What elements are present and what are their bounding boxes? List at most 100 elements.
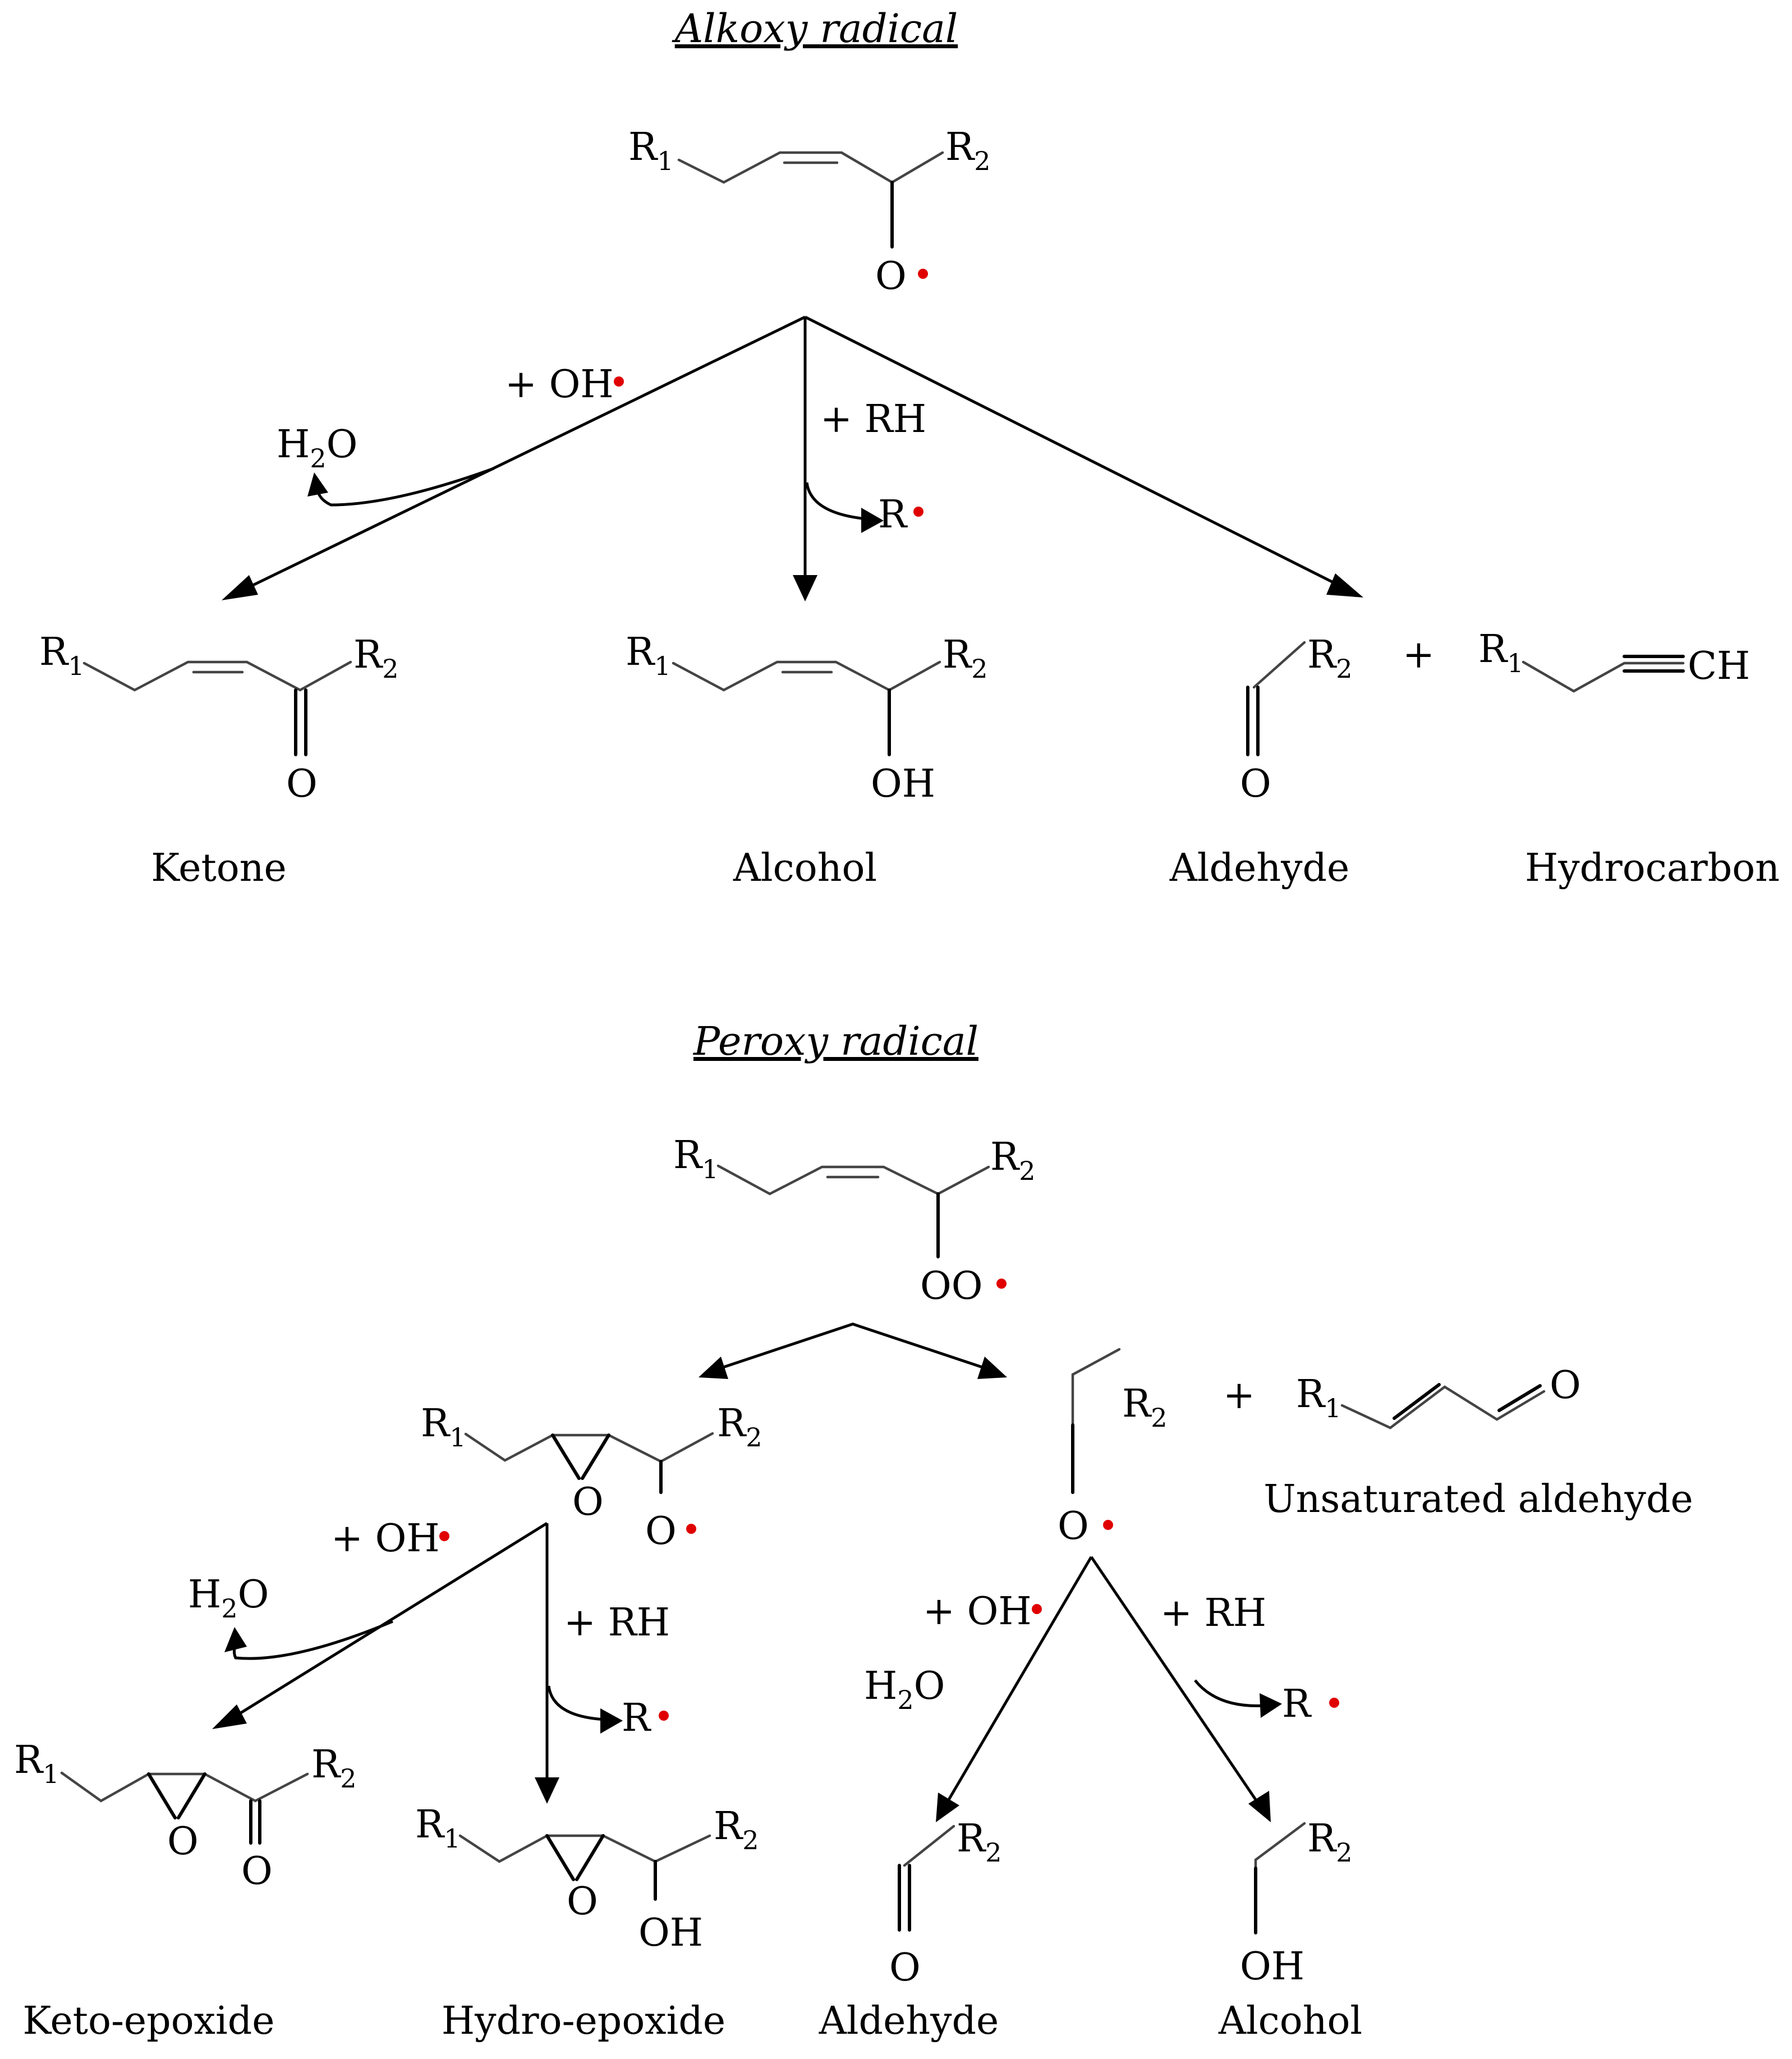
peroxy-split-arrows [699,1322,1007,1379]
svg-text:R2: R2 [311,1743,356,1794]
svg-text:O: O [572,1480,604,1524]
alkoxy-title: Alkoxy radical [672,6,958,52]
svg-text:R1: R1 [1478,627,1523,678]
svg-text:OH: OH [871,762,935,806]
svg-text:R2: R2 [990,1135,1035,1186]
svg-text:O: O [567,1879,598,1924]
svg-text:O: O [1240,762,1271,806]
epoxy-arrows [212,1522,623,1804]
radical-dot [659,1711,669,1721]
svg-text:O: O [889,1946,921,1990]
product-label-aldehyde: Aldehyde [1169,846,1350,890]
right-alkoxy-intermediate: R2 O [1058,1348,1167,1548]
r-radical: R [878,493,908,537]
radical-dot [686,1524,696,1534]
r-radical: R [622,1696,651,1740]
product-label-alcohol: Alcohol [1218,1999,1362,2043]
water: H2O [277,422,357,474]
ketone-molecule: R1 R2 O [39,630,398,806]
svg-text:OH: OH [1240,1945,1304,1989]
svg-text:R1: R1 [673,1133,718,1184]
svg-text:R1: R1 [14,1738,59,1789]
alcohol-molecule: R2 OH [1240,1817,1352,1989]
svg-text:O: O [167,1819,199,1864]
arrowhead [936,1793,959,1822]
aldehyde-molecule: R2 O [889,1817,1001,1990]
reagent-rh: + RH [820,397,926,442]
svg-text:R2: R2 [353,633,398,684]
svg-text:R2: R2 [957,1817,1001,1868]
arrowhead [977,1357,1007,1379]
atom-r: R [628,125,658,169]
peroxy-section: Peroxy radical R1 R2 OO R1 O R2 O [14,1018,1693,2043]
svg-text:R1: R1 [628,125,673,176]
hydrocarbon-molecule: R1 CH [1478,627,1750,693]
radical-dot [996,1279,1007,1289]
arrowhead [1326,573,1363,598]
product-label-unsaturated-aldehyde: Unsaturated aldehyde [1263,1477,1693,1522]
arrowhead [222,575,258,600]
arrowhead [861,508,884,533]
svg-text:O: O [875,254,907,298]
radical-dot [614,376,624,387]
svg-text:R2: R2 [1307,1817,1352,1868]
svg-text:O: O [286,762,318,806]
product-label-alcohol: Alcohol [733,846,877,890]
svg-text:OO: OO [920,1264,983,1308]
svg-text:R2: R2 [1122,1382,1167,1433]
alkoxy-section: Alkoxy radical R1 R2 O + OH [39,6,1780,890]
reagent-rh: + RH [564,1601,670,1645]
svg-text:R1: R1 [626,630,670,681]
arrowhead [307,472,328,497]
svg-text:R1: R1 [421,1401,466,1453]
arrowhead [699,1357,728,1379]
reagent-oh: + OH [923,1589,1032,1634]
svg-text:R1: R1 [415,1803,460,1854]
water: H2O [188,1573,269,1624]
aldehyde-molecule: R2 O [1240,633,1352,806]
product-label-hydro-epoxide: Hydro-epoxide [442,1999,725,2043]
alcohol-molecule: R1 R2 OH [626,630,987,806]
svg-text:O: O [1058,1504,1089,1548]
r-radical: R [1282,1682,1312,1726]
epoxy-alkoxy-intermediate: R1 O R2 O [421,1401,762,1554]
svg-text:R2: R2 [714,1804,759,1855]
radical-dot [439,1531,449,1541]
reagent-rh: + RH [1160,1591,1266,1635]
product-label-hydrocarbon: Hydrocarbon [1525,846,1780,890]
svg-text:R2: R2 [943,633,987,684]
radical-dot [918,269,928,279]
radical-dot [1103,1520,1113,1530]
svg-text:R2: R2 [717,1401,762,1453]
product-label-aldehyde: Aldehyde [819,1999,999,2043]
unsaturated-aldehyde-molecule: R1 O [1296,1363,1581,1430]
radical-dot [1329,1698,1339,1708]
svg-text:O: O [1550,1363,1581,1408]
reagent-oh: + OH [505,362,614,407]
arrowhead [224,1627,247,1652]
svg-text:R1: R1 [1296,1372,1341,1423]
svg-text:R2: R2 [1307,633,1352,684]
reagent-oh: + OH [331,1516,440,1561]
svg-text:O: O [241,1849,273,1893]
svg-text:OH: OH [638,1911,703,1955]
peroxy-title: Peroxy radical [692,1018,978,1064]
arrowhead [1248,1791,1271,1822]
svg-text:O: O [645,1509,677,1554]
svg-text:R1: R1 [39,630,84,681]
plus-sign: + [1403,633,1435,677]
water: H2O [864,1664,945,1715]
svg-text:CH: CH [1688,644,1750,688]
alkoxy-start-molecule: R1 R2 O [628,125,990,298]
product-label-keto-epoxide: Keto-epoxide [22,1999,274,2043]
radical-dot [1032,1604,1042,1614]
right-branch-arrows [936,1556,1282,1822]
arrowhead [535,1777,559,1804]
hydro-epoxide-molecule: R1 O R2 OH [415,1803,759,1955]
keto-epoxide-molecule: R1 O R2 O [14,1738,356,1893]
arrowhead [212,1704,247,1729]
radical-dot [913,507,923,517]
arrowhead [793,575,817,601]
peroxy-start-molecule: R1 R2 OO [673,1133,1035,1308]
